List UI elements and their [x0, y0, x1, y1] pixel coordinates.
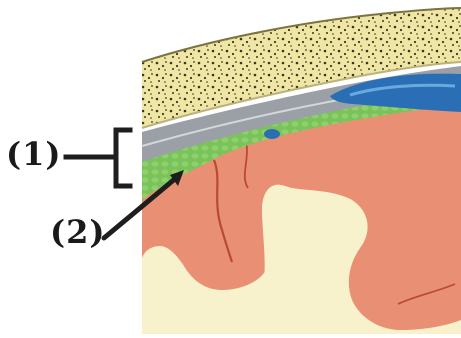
label-one: (1)	[6, 138, 62, 170]
bracket-marker	[66, 130, 130, 186]
small-vessel	[264, 129, 280, 139]
label-two: (2)	[50, 216, 106, 248]
